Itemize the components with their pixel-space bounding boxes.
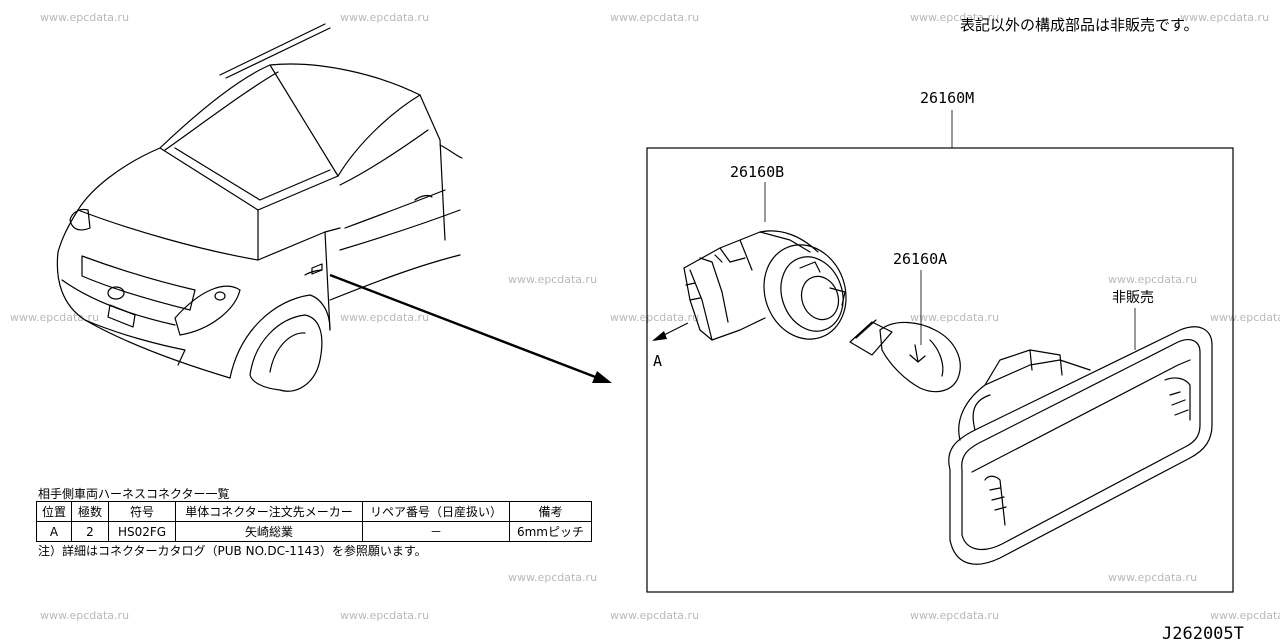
watermark: www.epcdata.ru [340,311,429,324]
watermark: www.epcdata.ru [508,571,597,584]
socket-drawing [683,230,847,341]
lens-part-label: 非販売 [1112,290,1154,306]
detail-frame [646,147,1234,593]
watermark: www.epcdata.ru [340,609,429,622]
cell-poles: 2 [71,521,109,542]
table-header-row: 位置 極数 符号 単体コネクター注文先メーカー リペア番号（日産扱い） 備考 [36,501,592,522]
watermark: www.epcdata.ru [910,311,999,324]
header-remarks: 備考 [509,501,592,522]
watermark: www.epcdata.ru [1180,11,1269,24]
watermark: www.epcdata.ru [508,273,597,286]
vehicle-illustration [56,23,463,392]
socket-part-label: 26160B [730,163,784,181]
bulb-part-label: 26160A [893,250,947,268]
assembly-part-label: 26160M [920,89,974,107]
watermark: www.epcdata.ru [610,311,699,324]
connector-ref-label: A [653,352,662,370]
diagram-code: J262005T [1162,624,1244,640]
cell-remarks: 6mmピッチ [509,521,592,542]
header-position: 位置 [36,501,72,522]
header-maker: 単体コネクター注文先メーカー [175,501,363,522]
header-code: 符号 [108,501,176,522]
side-marker-lens-drawing [948,326,1213,565]
header-note: 表記以外の構成部品は非販売です。 [960,16,1199,34]
watermark: www.epcdata.ru [40,609,129,622]
table-row: A 2 HS02FG 矢崎総業 － 6mmピッチ [36,521,592,542]
watermark: www.epcdata.ru [910,11,999,24]
header-poles: 極数 [71,501,109,522]
watermark: www.epcdata.ru [1210,609,1280,622]
watermark: www.epcdata.ru [1108,571,1197,584]
watermark: www.epcdata.ru [10,311,99,324]
cell-maker: 矢崎総業 [175,521,363,542]
watermark: www.epcdata.ru [1210,311,1280,324]
table-footnote: 注）詳細はコネクターカタログ（PUB NO.DC-1143）を参照願います。 [38,544,427,558]
connector-ref-arrow [652,322,689,341]
cell-code: HS02FG [108,521,176,542]
watermark: www.epcdata.ru [340,11,429,24]
table-title: 相手側車両ハーネスコネクター一覧 [38,487,230,501]
bulb-drawing [849,319,961,393]
watermark: www.epcdata.ru [1108,273,1197,286]
watermark: www.epcdata.ru [40,11,129,24]
watermark: www.epcdata.ru [610,609,699,622]
watermark: www.epcdata.ru [610,11,699,24]
leader-arrow [329,273,612,383]
cell-repair-number: － [362,521,510,542]
watermark: www.epcdata.ru [910,609,999,622]
cell-position: A [36,521,72,542]
connector-table: 位置 極数 符号 単体コネクター注文先メーカー リペア番号（日産扱い） 備考 A… [36,501,592,542]
header-repair-number: リペア番号（日産扱い） [362,501,510,522]
